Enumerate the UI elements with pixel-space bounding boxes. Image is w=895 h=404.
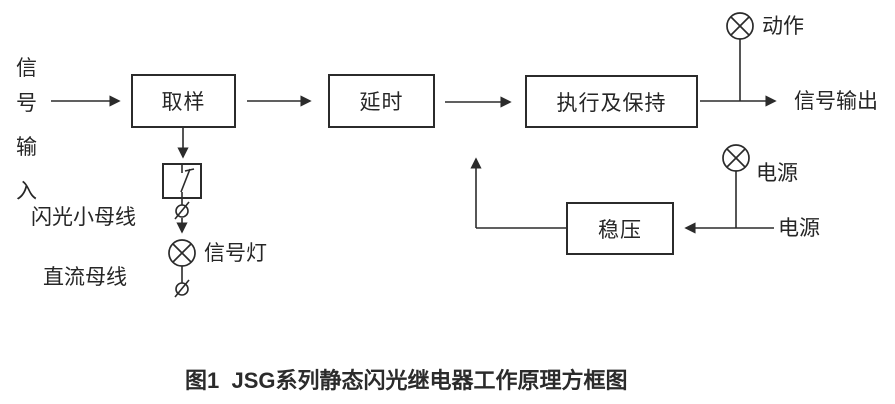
signal-output-label: 信号输出 (794, 90, 878, 113)
power-lamp-label: 电源 (756, 162, 798, 185)
block-execute-and-hold-label: 执行及保持 (556, 91, 667, 115)
action-lamp-icon (726, 12, 754, 40)
signal-input-char-4: 入 (16, 180, 37, 203)
power-lamp-icon (722, 144, 750, 172)
flash-bus-label: 闪光小母线 (31, 206, 136, 229)
figure-caption: 图1 JSG系列静态闪光继电器工作原理方框图 (185, 368, 628, 393)
block-voltage-regulator: 稳压 (566, 202, 674, 255)
switch-box (162, 163, 202, 199)
signal-input-char-1: 信 (16, 57, 37, 80)
terminal-icon-lower (174, 279, 190, 298)
action-lamp-label: 动作 (762, 15, 804, 38)
block-voltage-regulator-label: 稳压 (598, 218, 642, 242)
contact-switch-icon (180, 164, 195, 198)
block-delay: 延时 (328, 74, 435, 128)
power-source-label: 电源 (778, 217, 820, 240)
terminal-icon-upper (174, 201, 190, 220)
signal-lamp-icon (168, 239, 196, 267)
dc-bus-label: 直流母线 (43, 266, 127, 289)
block-execute-and-hold: 执行及保持 (525, 75, 698, 128)
signal-lamp-label: 信号灯 (204, 242, 267, 265)
block-sampling: 取样 (131, 74, 236, 128)
block-delay-label: 延时 (359, 91, 404, 114)
signal-input-char-2: 号 (16, 92, 37, 115)
signal-input-char-3: 输 (16, 136, 37, 159)
block-sampling-label: 取样 (161, 91, 206, 114)
